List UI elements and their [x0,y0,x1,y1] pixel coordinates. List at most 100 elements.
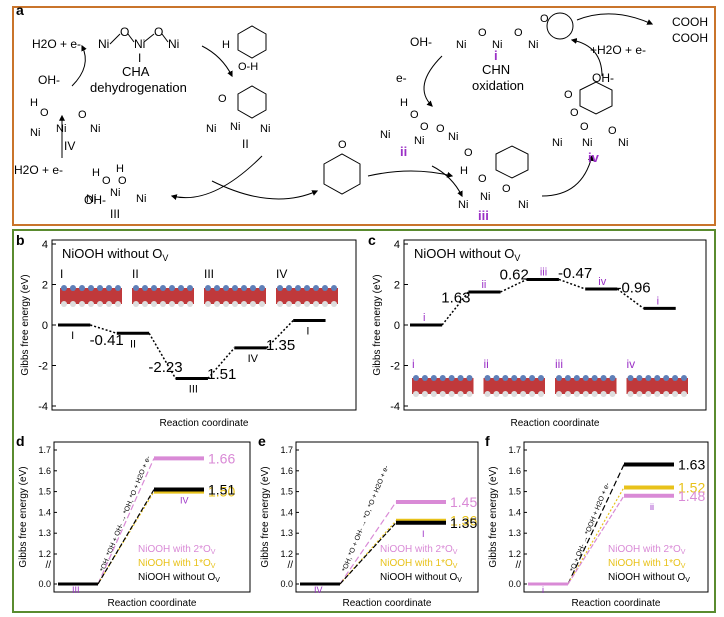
y-tick-label: -4 [390,401,400,413]
h-atom [600,391,607,397]
panel-a-frame [12,6,716,226]
svg-text:Ni: Ni [414,135,424,147]
y-tick-label: -2 [38,361,48,373]
h-atom [331,301,337,307]
legend-entry: NiOOH with 2*OV [380,544,458,556]
svg-text:Ni: Ni [136,193,146,205]
slab-image [204,285,266,307]
h-atom [61,301,67,307]
ni-atom [681,375,687,381]
y-tick-label: 0.0 [508,579,521,589]
y-tick-label: -4 [38,401,48,413]
y-tick-label: 0.0 [38,579,51,589]
slab-layer [483,378,545,394]
value-label: 1.50 [208,484,235,500]
ni-atom [627,375,634,381]
slab-image [132,285,194,307]
ni-atom [277,285,283,291]
panel-bcdef-frame [12,229,716,613]
state-IV-structure: H O Ni Ni O Ni IV [30,97,100,153]
slab-layer [555,378,617,394]
legend-entry: NiOOH with 1*OV [380,558,458,570]
h-atom [493,391,500,397]
y-tick-label: 1.7 [508,445,521,455]
svg-text:Ni: Ni [480,191,490,203]
h-atom [313,301,319,307]
svg-text:O: O [410,109,419,121]
h-atom [448,391,455,397]
plot-frame [51,239,357,411]
value-label: 1.63 [678,457,705,473]
h-atom [304,301,310,307]
roman-I-label: I [138,51,141,65]
svg-text:H: H [30,97,38,109]
ni-atom [564,375,571,381]
step-label: -0.47 [558,265,592,282]
y-tick-label: 0.0 [280,579,293,589]
ni-atom [223,285,229,291]
value-label: 1.48 [678,488,705,504]
svg-text:Ni: Ni [518,199,528,211]
oh-right-text: OH- [410,35,432,49]
ni-atom [241,285,247,291]
value-label: 1.35 [450,515,477,531]
h-atom [609,391,616,397]
ni-atom [502,375,509,381]
value-label: 1.52 [678,479,705,495]
ni-atom [133,285,139,291]
y-tick-label: 1.4 [38,507,51,517]
h-atom [223,301,229,307]
step-label: 1.63 [441,289,470,306]
ni-atom [457,375,464,381]
h-atom [88,301,94,307]
image-label: ii [484,357,489,371]
arrow-cyclohexanone-to-iii [367,170,454,178]
svg-text:Ni: Ni [98,37,109,51]
y-tick-label: 1.5 [280,487,293,497]
step-label: -0.41 [90,332,124,349]
x-axis-label: Reaction coordinate [108,598,197,609]
ni-atom [484,375,491,381]
h-atom [413,391,419,397]
svg-text:O: O [436,123,445,135]
h-atom [654,391,661,397]
dehydrogenation-label: dehydrogenation [90,80,187,95]
legend-entry: NiOOH without OV [608,572,690,584]
h-atom [502,391,509,397]
svg-text:Ni: Ni [552,137,562,149]
connector [567,495,625,585]
h-atom [187,301,193,307]
h-atom [439,391,446,397]
svg-text:H: H [460,165,468,177]
y-tick-label: 1.3 [508,528,521,538]
oh-top-left-text: OH- [38,73,60,87]
arrow-to-adipic [576,13,654,25]
h-atom [672,391,679,397]
y-tick-label: 1.3 [38,528,51,538]
panel-label-d: d [16,433,25,449]
step-label: 1.51 [207,366,236,383]
svg-text:Ni: Ni [134,37,145,51]
axis-break-mark: // [287,560,293,571]
y-tick-label: 1.6 [38,466,51,476]
y-tick-label: 2 [394,280,400,292]
ni-atom [663,375,670,381]
ni-atom [430,375,437,381]
h-atom [322,301,328,307]
h-atom [556,391,562,397]
end-state-label: IV [180,496,189,506]
y-tick-label: 1.5 [508,487,521,497]
ni-atom [466,375,473,381]
y-tick-label: 1.3 [280,528,293,538]
lactone-o: O [540,13,549,25]
svg-text:Ni: Ni [90,123,100,135]
roman-III-label: III [110,207,120,221]
ni-atom [205,285,211,291]
h-atom [70,301,76,307]
e-right-text: e- [396,71,407,85]
arrow-iii-to-iv [541,154,594,197]
slab-layer [626,378,688,394]
slab-image [626,375,688,397]
ni-atom [259,285,265,291]
image-label: IV [276,267,287,281]
